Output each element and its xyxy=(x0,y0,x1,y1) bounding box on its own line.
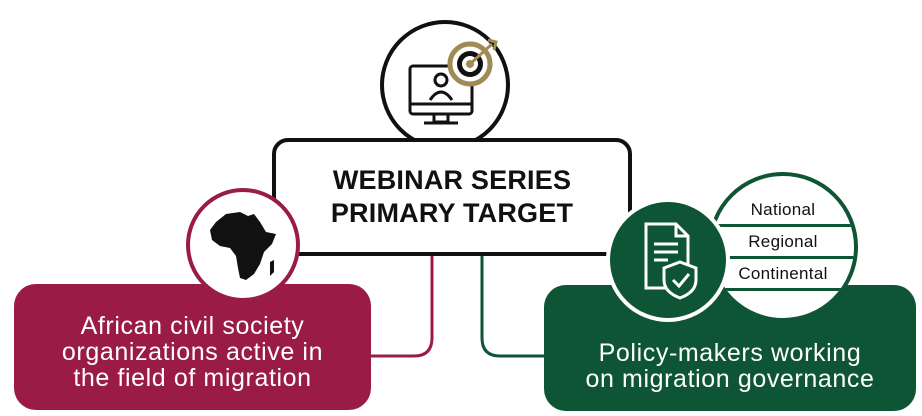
africa-map-icon xyxy=(210,212,276,280)
left-connector xyxy=(360,252,434,358)
center-title-line-1: WEBINAR SERIES xyxy=(332,165,572,195)
governance-levels-circle: National Regional Continental xyxy=(708,172,858,322)
civil-society-line-3: the field of migration xyxy=(73,364,312,392)
level-divider xyxy=(712,288,854,291)
level-divider xyxy=(712,256,854,259)
policy-makers-line-1: Policy-makers working xyxy=(598,339,862,367)
level-national: National xyxy=(750,200,816,219)
civil-society-line-1: African civil society xyxy=(80,312,305,340)
level-regional: Regional xyxy=(748,232,818,251)
level-continental: Continental xyxy=(738,264,828,283)
civil-society-line-2: organizations active in xyxy=(61,338,324,366)
document-shield-icon xyxy=(644,222,698,300)
civil-society-box: African civil society organizations acti… xyxy=(14,284,371,410)
policy-makers-box: Policy-makers working on migration gover… xyxy=(544,285,916,411)
top-icon-circle xyxy=(380,20,510,150)
center-title-line-2: PRIMARY TARGET xyxy=(330,198,574,228)
center-title-box: WEBINAR SERIES PRIMARY TARGET xyxy=(272,138,632,256)
right-connector xyxy=(480,252,560,358)
africa-icon-circle xyxy=(186,188,300,302)
computer-target-icon xyxy=(408,38,498,125)
document-icon-circle xyxy=(606,198,730,322)
policy-makers-line-2: on migration governance xyxy=(585,365,875,393)
level-divider xyxy=(712,224,854,227)
